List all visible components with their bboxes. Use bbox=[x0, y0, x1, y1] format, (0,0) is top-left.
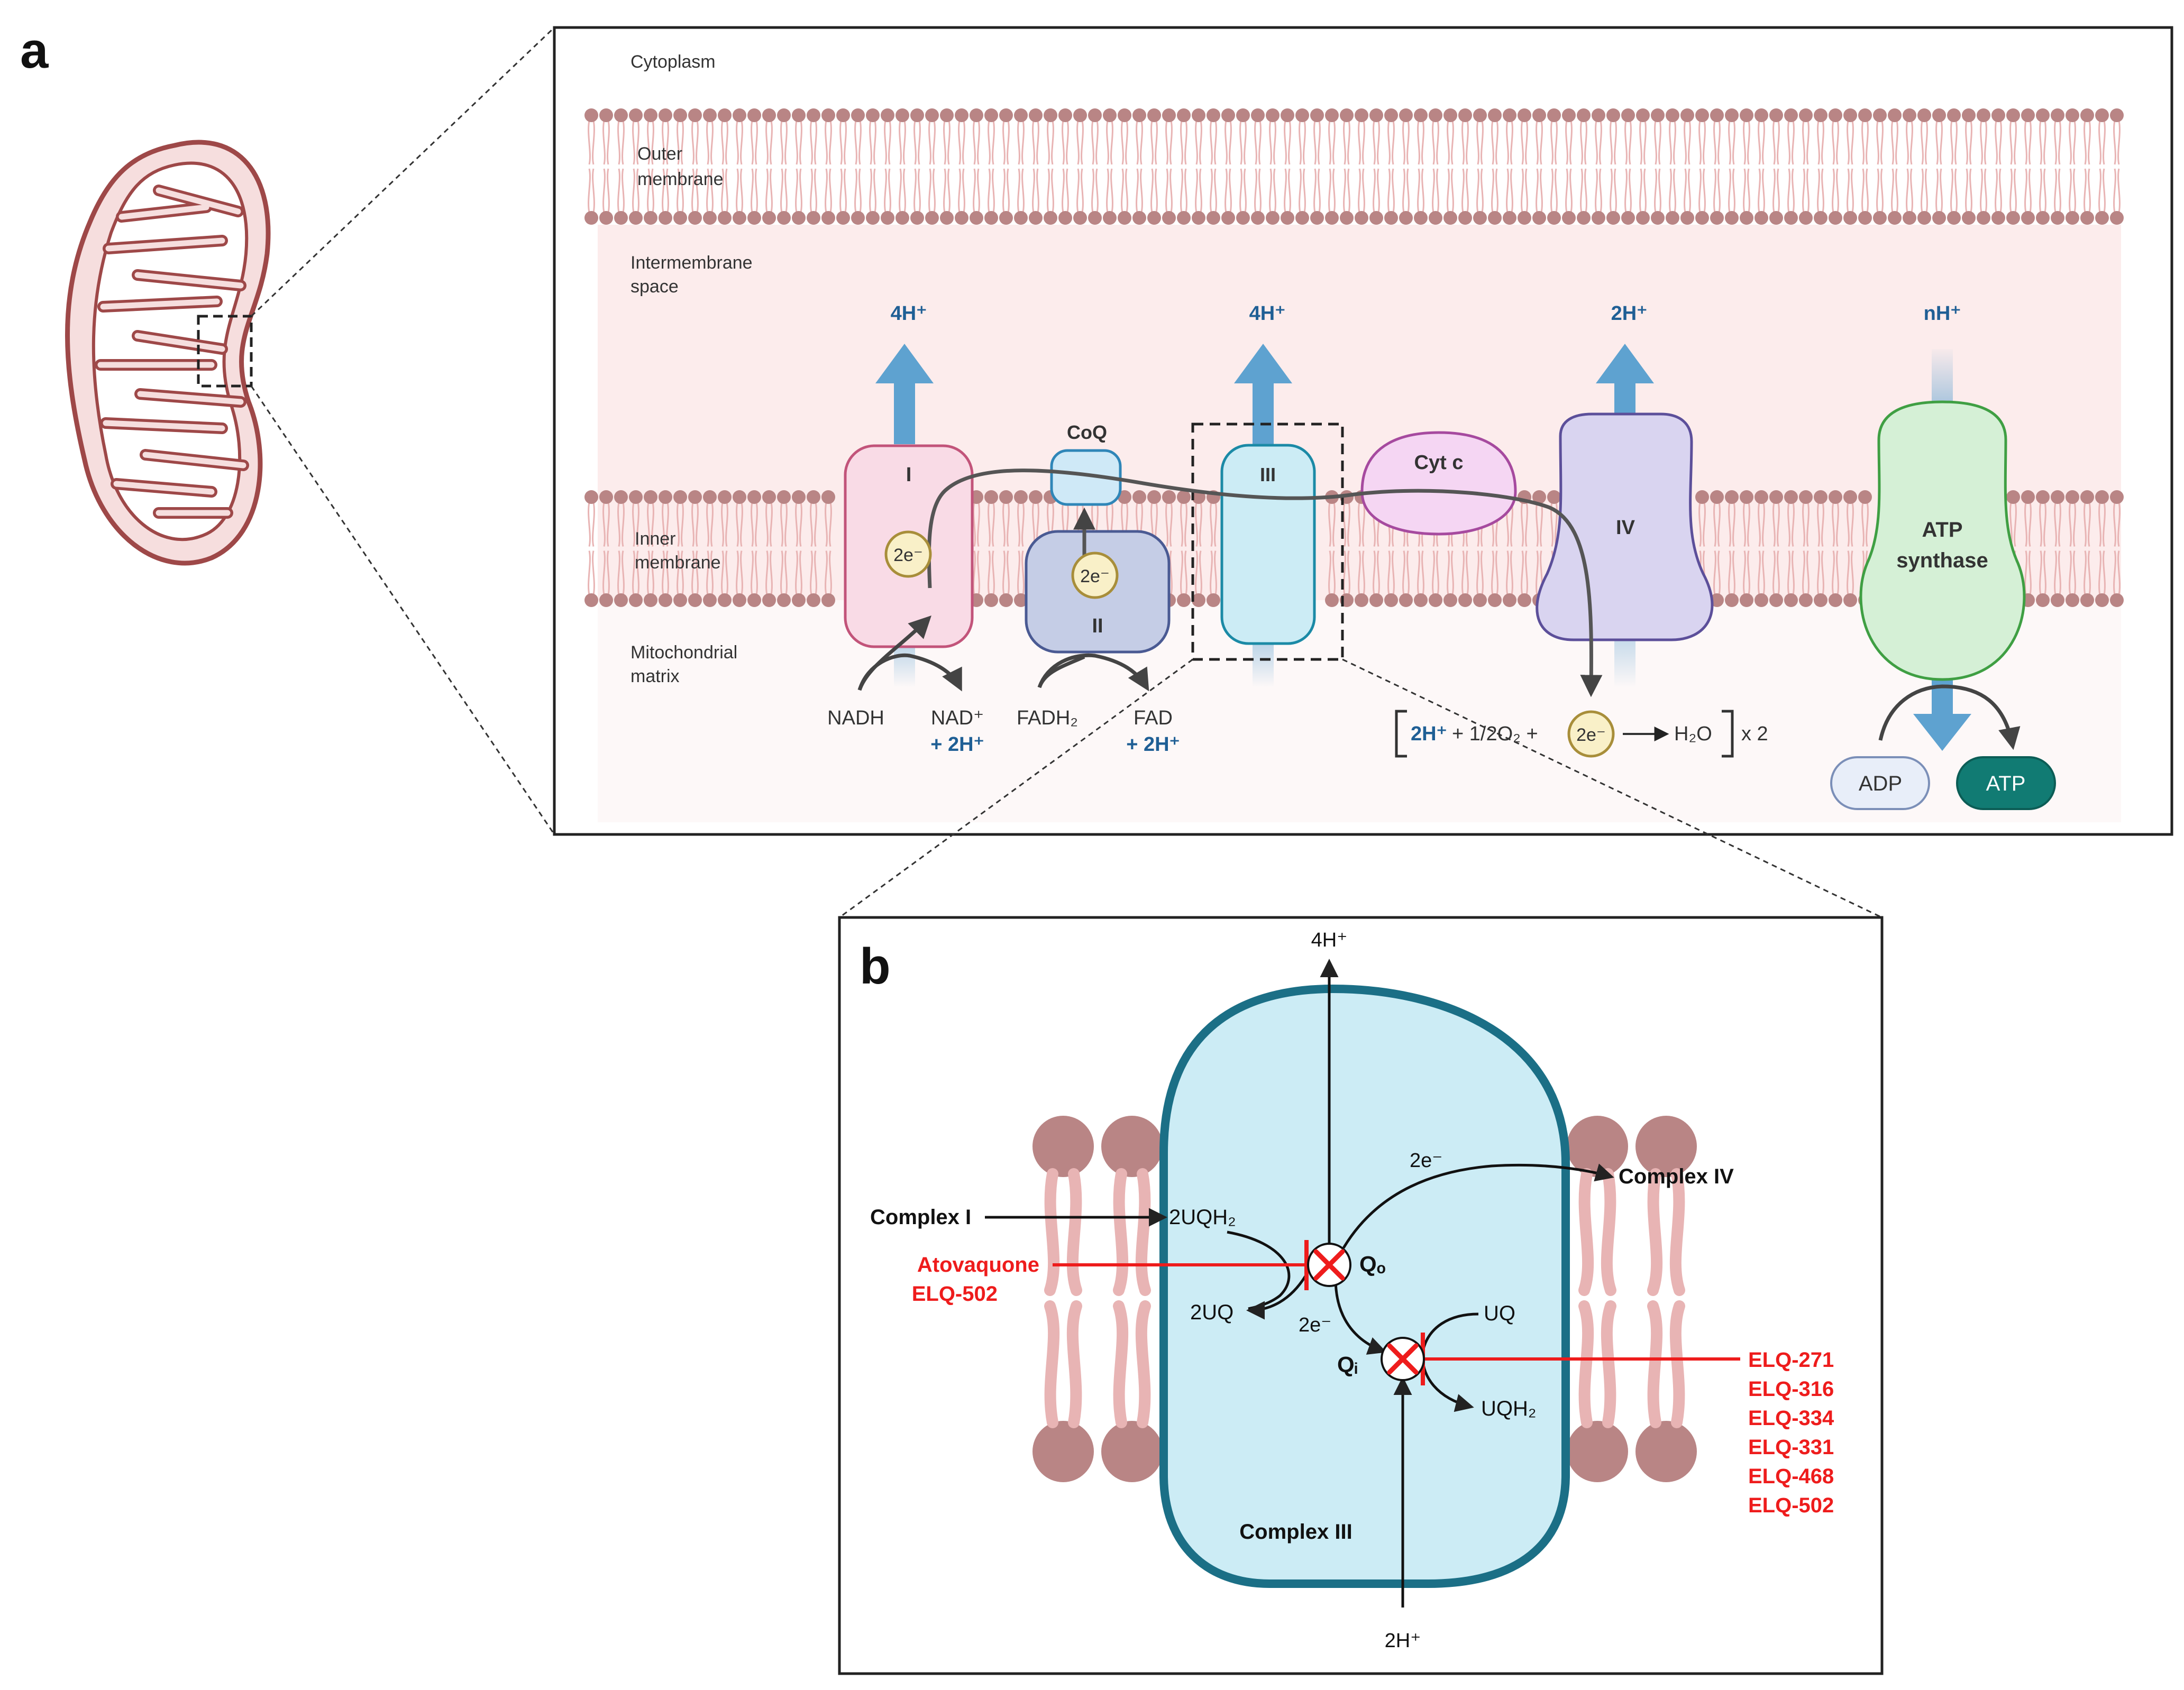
zoom-lines-b bbox=[839, 658, 1883, 919]
complex-4-label: IV bbox=[1616, 517, 1635, 539]
label-ims-2: space bbox=[630, 277, 679, 297]
coq: CoQ bbox=[1050, 421, 1122, 506]
atp-label: ATP bbox=[1986, 772, 2026, 795]
proton-label-5: nH⁺ bbox=[1924, 302, 1961, 325]
atp-synthesis-arrow bbox=[1878, 684, 2021, 750]
fadh2-reaction-arrow bbox=[1037, 653, 1149, 692]
reaction-electrons: 2e⁻ bbox=[1576, 725, 1606, 745]
label-inner-membrane-1: Inner bbox=[635, 529, 676, 549]
label-cytoplasm: Cytoplasm bbox=[630, 52, 716, 72]
complex-3-large-label: Complex III bbox=[1239, 1520, 1352, 1544]
reaction-multiplier: x 2 bbox=[1741, 723, 1768, 745]
complex-1-input-label: Complex I bbox=[870, 1206, 971, 1229]
qi-inhibition bbox=[1381, 1333, 1740, 1385]
inhibitor-right-1: ELQ-271 bbox=[1748, 1348, 1834, 1372]
qo-to-complex-4-arrow bbox=[1342, 1163, 1614, 1249]
proton-in-label: 2H⁺ bbox=[1385, 1630, 1421, 1652]
qo-to-qi-arrow bbox=[1334, 1278, 1387, 1355]
label-fad: FAD bbox=[1134, 707, 1173, 729]
coq-label: CoQ bbox=[1067, 421, 1107, 443]
electron-mid-label: 2e⁻ bbox=[1299, 1314, 1331, 1336]
inhibitor-left-1: Atovaquone bbox=[917, 1253, 1039, 1276]
inhibitor-right-2: ELQ-316 bbox=[1748, 1377, 1834, 1401]
fadh2-to-complex-2-arrow bbox=[1037, 655, 1085, 688]
complex-4: IV bbox=[1536, 412, 1714, 641]
atp-pill: ATP bbox=[1956, 756, 2056, 810]
electron-label-1: 2e⁻ bbox=[893, 545, 923, 565]
panel-label-a: a bbox=[20, 22, 49, 79]
cytochrome-c: Cyt c bbox=[1360, 431, 1517, 536]
cytc-label: Cyt c bbox=[1414, 452, 1464, 474]
reaction-water: H₂O bbox=[1674, 723, 1712, 745]
outer-membrane bbox=[584, 108, 2124, 225]
proton-out-label: 4H⁺ bbox=[1311, 929, 1348, 951]
complex-3-zoom-box bbox=[1191, 422, 1344, 661]
uq-2-label: 2UQ bbox=[1190, 1301, 1233, 1324]
mitochondrion-illustration bbox=[65, 140, 271, 566]
qi-label: Qᵢ bbox=[1337, 1352, 1358, 1377]
qo-label: Qₒ bbox=[1359, 1252, 1386, 1276]
nadh-to-complex-1-arrow bbox=[857, 616, 931, 691]
inhibitor-right-3: ELQ-334 bbox=[1748, 1407, 1834, 1430]
water-formation-reaction: 2H⁺ + 1/2O₂ + 2e⁻ H₂O x 2 bbox=[1395, 710, 1768, 758]
uqh2-2-label: 2UQH₂ bbox=[1169, 1206, 1236, 1229]
label-ims-1: Intermembrane bbox=[630, 253, 753, 273]
electron-top-label: 2e⁻ bbox=[1410, 1150, 1442, 1172]
inhibitor-left-2: ELQ-502 bbox=[912, 1282, 998, 1306]
electron-flow-path bbox=[927, 469, 1603, 697]
label-fad-protons: + 2H⁺ bbox=[1126, 733, 1180, 756]
label-matrix-2: matrix bbox=[630, 666, 680, 686]
membrane-lipids-b bbox=[1032, 1116, 1697, 1482]
label-matrix-1: Mitochondrial bbox=[630, 642, 737, 663]
label-inner-membrane-2: membrane bbox=[635, 553, 721, 573]
inhibitor-right-list: ELQ-271 ELQ-316 ELQ-334 ELQ-331 ELQ-468 … bbox=[1748, 1348, 1834, 1517]
complex-3-label: III bbox=[1260, 464, 1276, 485]
panel-label-b: b bbox=[860, 938, 891, 995]
proton-label-3: 4H⁺ bbox=[1249, 302, 1286, 325]
reaction-oxygen: + 1/2O₂ + bbox=[1452, 723, 1538, 745]
zoom-lines-a bbox=[250, 26, 555, 835]
label-nad-protons: + 2H⁺ bbox=[930, 733, 984, 756]
label-nadh: NADH bbox=[827, 707, 884, 729]
label-outer-membrane-2: membrane bbox=[637, 169, 724, 189]
inhibitor-right-5: ELQ-468 bbox=[1748, 1465, 1834, 1488]
adp-label: ADP bbox=[1859, 772, 1902, 795]
proton-arrow-complex-3 bbox=[1234, 344, 1292, 687]
qo-inhibition bbox=[1053, 1240, 1351, 1290]
qo-curve-out bbox=[1246, 1273, 1308, 1320]
atp-synthase: ATP synthase bbox=[1859, 400, 2026, 681]
electron-badge-complex-2: 2e⁻ bbox=[1071, 552, 1119, 599]
proton-label-4: 2H⁺ bbox=[1611, 302, 1648, 325]
uqh2-label: UQH₂ bbox=[1481, 1397, 1536, 1420]
inhibitor-right-4: ELQ-331 bbox=[1748, 1436, 1834, 1459]
inhibitor-right-6: ELQ-502 bbox=[1748, 1494, 1834, 1517]
uq-label: UQ bbox=[1484, 1302, 1515, 1325]
proton-label-1: 4H⁺ bbox=[891, 302, 927, 325]
electron-label-2: 2e⁻ bbox=[1080, 566, 1110, 586]
complex-4-output-label: Complex IV bbox=[1619, 1165, 1734, 1188]
electron-badge-complex-1: 2e⁻ bbox=[884, 530, 932, 578]
reaction-protons: 2H⁺ bbox=[1411, 723, 1447, 745]
label-nad: NAD⁺ bbox=[931, 707, 984, 729]
label-outer-membrane-1: Outer bbox=[637, 144, 682, 164]
atp-synthase-label-1: ATP bbox=[1922, 518, 1962, 541]
atp-synthase-label-2: synthase bbox=[1896, 549, 1988, 572]
complex-3-large bbox=[1159, 984, 1570, 1588]
complex-2-label: II bbox=[1092, 615, 1103, 637]
label-fadh2: FADH₂ bbox=[1017, 707, 1078, 729]
complex-1-label: I bbox=[906, 464, 912, 486]
adp-pill: ADP bbox=[1830, 756, 1930, 810]
